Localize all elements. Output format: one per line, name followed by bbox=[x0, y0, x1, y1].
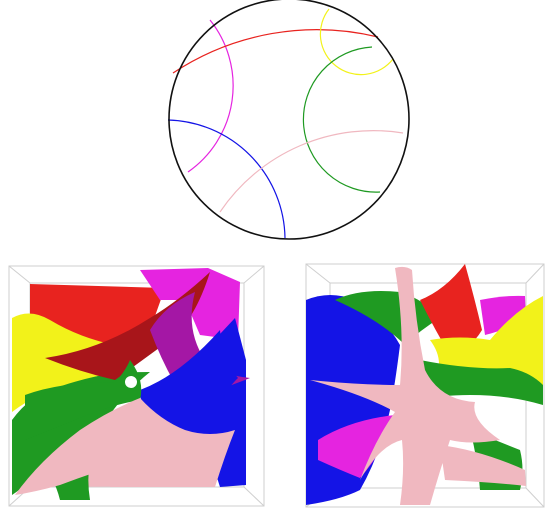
geodesic-pink bbox=[220, 131, 403, 212]
surface-view-left bbox=[9, 266, 264, 506]
surface-hole-left bbox=[125, 376, 137, 388]
geodesic-red bbox=[173, 30, 378, 73]
surface-view-right bbox=[306, 264, 544, 507]
geodesic-magenta bbox=[188, 20, 233, 172]
hyperbolic-disk bbox=[168, 0, 409, 239]
geodesic-green bbox=[303, 47, 380, 192]
geodesic-yellow bbox=[320, 9, 393, 75]
